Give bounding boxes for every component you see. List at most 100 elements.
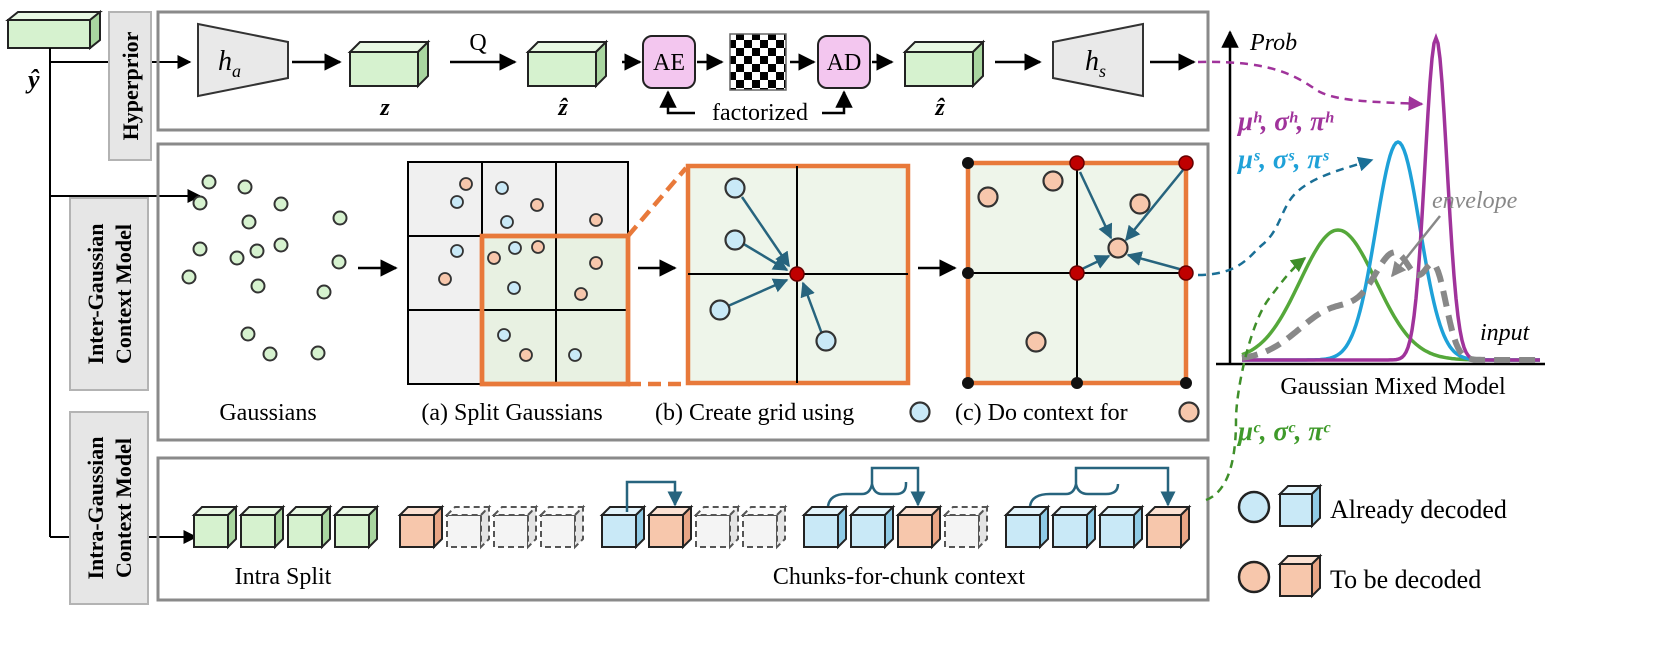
input-y-hat: ŷ (5, 9, 103, 94)
hyperprior-decoder: hs (1052, 22, 1144, 98)
chunk-connector-2 (625, 480, 683, 512)
factorized-arrow-ad (822, 90, 853, 115)
envelope-pointer (1391, 215, 1441, 278)
factorized-label: factorized (712, 100, 808, 126)
scattered-gaussians (181, 174, 348, 362)
grid-node (789, 266, 805, 282)
intra-split-cubes-cube-3 (285, 504, 333, 550)
split-points-decoded (450, 181, 582, 362)
hyperprior-panel (156, 10, 1210, 132)
chunk-group-1 (397, 504, 586, 550)
ae-block (642, 35, 696, 89)
chunk-group-1-cube-1 (397, 504, 445, 550)
inter-label-box (69, 197, 149, 391)
caption-split: (a) Split Gaussians (421, 400, 602, 426)
gmm-curve-envelope (1241, 249, 1540, 363)
context-arrows (1078, 169, 1184, 272)
caption-context-to-decode-icon (1178, 401, 1200, 423)
chunk-group-1-cube-2 (444, 504, 492, 550)
inter-panel (156, 142, 1210, 442)
caption-grid: (b) Create grid using (655, 400, 854, 426)
quantize-label: Q (469, 30, 486, 56)
create-grid-panel (685, 163, 911, 386)
gmm-title: Gaussian Mixed Model (1280, 374, 1506, 400)
z-label: z (379, 95, 390, 121)
legend-to-decode-circle (1237, 560, 1271, 594)
z-hat-cube-2 (902, 39, 986, 89)
bitstream-icon (729, 33, 787, 91)
inter-to-gmm-connector (1197, 156, 1374, 277)
chunk-group-3-cube-3 (895, 504, 943, 550)
factorized-arrow-ae (659, 90, 695, 115)
context-target-points (977, 170, 1151, 353)
grid-arrows (727, 196, 824, 335)
chunk-group-4-cube-2 (1050, 504, 1098, 550)
intra-split-cubes-cube-2 (238, 504, 286, 550)
chunk-group-4-cube-1 (1003, 504, 1051, 550)
chunk-group-2-cube-1 (599, 504, 647, 550)
intra-split-cubes-cube-4 (332, 504, 380, 550)
params-hyper: μʰ, σʰ, πʰ (1236, 106, 1334, 136)
chunk-group-2-cube-2 (646, 504, 694, 550)
legend-to-decode-cube (1277, 553, 1323, 599)
legend-to-decode-label: To be decoded (1330, 565, 1481, 594)
ae-label: AE (653, 50, 685, 76)
hyperprior-encoder: ha (197, 22, 289, 98)
decoder-symbol: hs (1085, 46, 1106, 81)
chunk-group-3-cube-2 (848, 504, 896, 550)
chunk-group-3-cube-4 (942, 504, 990, 550)
legend-decoded-circle (1237, 490, 1271, 524)
gmm-xlabel: input (1480, 320, 1531, 346)
hyperprior-label: Hyperprior (118, 31, 143, 140)
intra-label-box (69, 411, 149, 605)
chunk-connector-4 (1028, 466, 1168, 506)
z-hat-label-2: ẑ (934, 95, 945, 121)
intra-split-cubes-cube-1 (191, 504, 239, 550)
chunk-group-4-cube-4 (1144, 504, 1192, 550)
chunk-group-3 (801, 504, 990, 550)
legend-decoded-label: Already decoded (1330, 495, 1507, 524)
zoom-line-top (626, 166, 688, 238)
intra-panel (156, 456, 1210, 602)
hyperprior-label-box (108, 11, 152, 161)
caption-chunks: Chunks-for-chunk context (773, 564, 1025, 590)
legend-decoded: Already decoded (1237, 483, 1507, 529)
context-black-nodes (962, 157, 1192, 389)
y-hat-symbol: ŷ (25, 65, 40, 94)
chunk-connector-3 (826, 466, 918, 506)
caption-gaussians: Gaussians (219, 400, 316, 426)
gmm-ylabel: Prob (1249, 30, 1297, 56)
z-hat-label-1: ẑ (557, 95, 568, 121)
legend-decoded-cube (1277, 483, 1323, 529)
gmm-axes (1216, 30, 1545, 366)
chunk-group-2-cube-3 (693, 504, 741, 550)
z-cube (347, 39, 431, 89)
intra-split-cubes (191, 504, 380, 550)
chunk-group-2-cube-4 (740, 504, 788, 550)
intra-to-gmm-connector (1205, 257, 1307, 502)
ad-label: AD (827, 50, 862, 76)
params-inter: μˢ, σˢ, πˢ (1236, 144, 1329, 174)
encoder-symbol: ha (218, 46, 241, 81)
legend-to-decode: To be decoded (1237, 553, 1481, 599)
context-red-nodes (1069, 155, 1194, 281)
split-points-to-decode (438, 177, 603, 362)
gmm-curve-hyper (1242, 33, 1540, 362)
caption-grid-decoded-icon (909, 401, 931, 423)
chunk-group-2 (599, 504, 788, 550)
chunk-group-4-cube-3 (1097, 504, 1145, 550)
chunk-group-4 (1003, 504, 1192, 550)
z-hat-cube-1 (525, 39, 609, 89)
hyper-to-gmm-connector (1197, 60, 1424, 111)
split-grid (407, 161, 631, 387)
chunk-group-3-cube-1 (801, 504, 849, 550)
grid-reference-points (709, 177, 837, 352)
chunk-group-1-cube-3 (491, 504, 539, 550)
ad-block (817, 35, 871, 89)
chunk-group-1-cube-4 (538, 504, 586, 550)
caption-context: (c) Do context for (955, 400, 1128, 426)
params-intra: μᶜ, σᶜ, πᶜ (1236, 416, 1331, 446)
